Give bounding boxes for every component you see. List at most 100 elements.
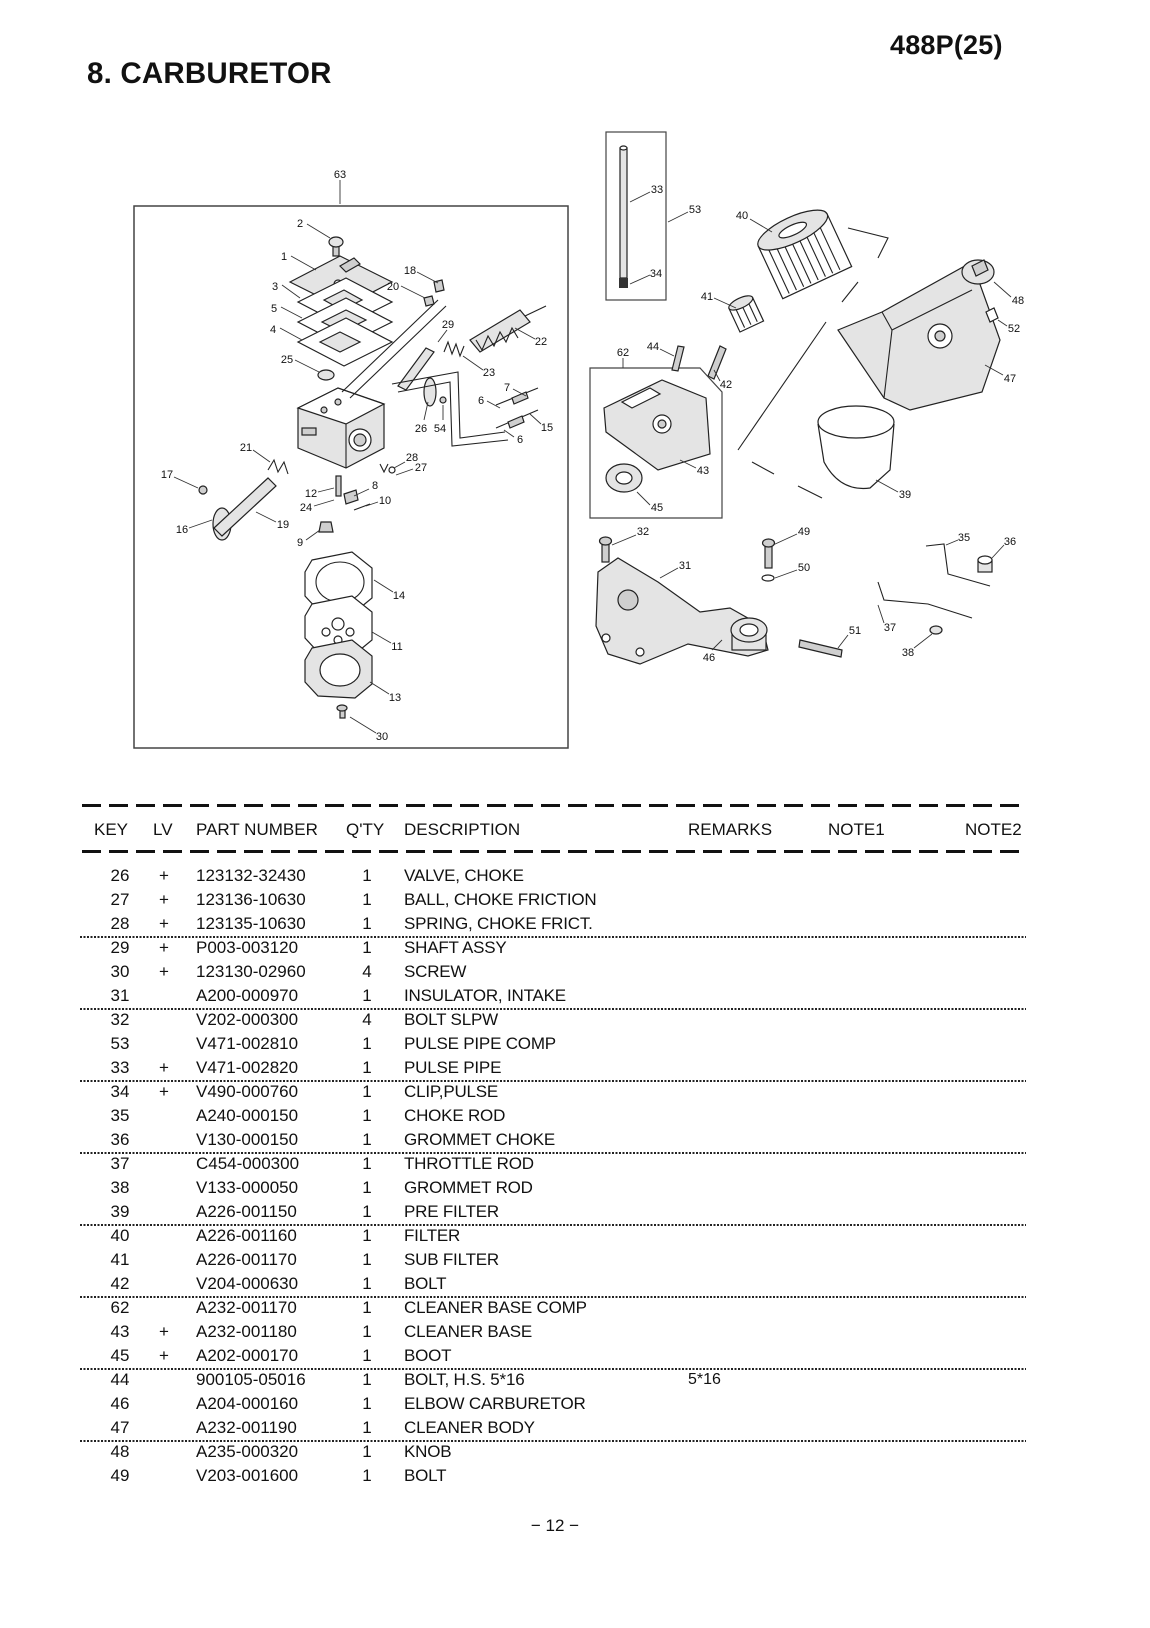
- cleaner-body: [837, 261, 1001, 411]
- cell-lv: +: [159, 866, 169, 885]
- callout-15: 15: [541, 422, 553, 434]
- cell-description: CHOKE ROD: [404, 1106, 506, 1125]
- callout-14: 14: [393, 590, 405, 602]
- cell-description: BALL, CHOKE FRICTION: [404, 890, 597, 909]
- cell-description: KNOB: [404, 1442, 452, 1461]
- cleaner-base: [603, 379, 711, 471]
- callout-2: 2: [297, 218, 303, 230]
- elbow-carburetor: [730, 617, 768, 651]
- callout-24: 24: [300, 502, 312, 514]
- cell-key: 30: [110, 962, 130, 981]
- cell-part-number: 123135-10630: [196, 914, 306, 933]
- callout-leader-line: [659, 567, 679, 579]
- cell-part-number: A202-000170: [196, 1346, 299, 1365]
- callout-23: 23: [483, 367, 495, 379]
- throttle-spring: [267, 458, 289, 475]
- long-bolt: [798, 639, 843, 658]
- callout-leader-line: [349, 716, 377, 734]
- callout-leader-line: [462, 355, 484, 371]
- cell-part-number: 123132-32430: [196, 866, 306, 885]
- callout-leader-line: [486, 400, 501, 409]
- choke-shaft: [469, 305, 547, 353]
- cell-key: 32: [110, 1010, 130, 1029]
- callout-leader-line: [423, 401, 429, 421]
- cell-description: CLIP,PULSE: [404, 1082, 499, 1101]
- cell-key: 36: [110, 1130, 130, 1149]
- cell-part-number: V204-000630: [196, 1274, 299, 1293]
- choke-valve: [423, 377, 437, 407]
- cell-description: CLEANER BASE COMP: [404, 1298, 587, 1317]
- metering-cover: [304, 639, 373, 699]
- cell-description: SHAFT ASSY: [404, 938, 507, 957]
- cell-part-number: A240-000150: [196, 1106, 299, 1125]
- col-header-note1: NOTE1: [828, 820, 885, 839]
- cover-screw: [336, 704, 348, 719]
- knob: [961, 259, 995, 285]
- cell-lv: +: [159, 1322, 169, 1341]
- callout-25: 25: [281, 354, 293, 366]
- cell-key: 29: [110, 938, 130, 957]
- cell-lv: +: [159, 890, 169, 909]
- cell-description: BOLT, H.S. 5*16: [404, 1370, 525, 1389]
- cell-description: FILTER: [404, 1226, 461, 1245]
- cell-lv: +: [159, 1082, 169, 1101]
- cell-key: 31: [110, 986, 130, 1005]
- callout-3: 3: [272, 281, 278, 293]
- callout-26: 26: [415, 423, 427, 435]
- callout-leader-line: [636, 491, 651, 506]
- callout-36: 36: [1004, 536, 1016, 548]
- callout-leader-line: [993, 281, 1012, 298]
- throttle-screw: [198, 485, 208, 495]
- callout-leader-line: [279, 327, 303, 341]
- callout-39: 39: [899, 489, 911, 501]
- cell-description: PRE FILTER: [404, 1202, 499, 1221]
- cell-part-number: A232-001170: [196, 1298, 297, 1317]
- cell-description: SUB FILTER: [404, 1250, 499, 1269]
- cell-part-number: V471-002820: [196, 1058, 299, 1077]
- cell-qty: 1: [362, 1322, 372, 1341]
- cell-part-number: V203-001600: [196, 1466, 299, 1485]
- cell-qty: 1: [362, 890, 372, 909]
- cell-qty: 4: [362, 1010, 372, 1029]
- cell-lv: +: [159, 962, 169, 981]
- callout-leader-line: [371, 631, 392, 644]
- callout-leader-line: [711, 639, 723, 651]
- callout-6: 6: [478, 395, 484, 407]
- cell-remarks: 5*16: [688, 1371, 721, 1388]
- callout-leader-line: [416, 271, 439, 284]
- callout-leader-line: [679, 459, 697, 469]
- callout-48: 48: [1012, 295, 1024, 307]
- cell-part-number: A226-001170: [196, 1250, 297, 1269]
- cell-description: BOLT: [404, 1466, 447, 1485]
- group-separator: [80, 1296, 1026, 1298]
- callout-12: 12: [305, 488, 317, 500]
- callout-4: 4: [270, 324, 276, 336]
- callout-leader-line: [913, 633, 933, 649]
- cell-qty: 1: [362, 1154, 372, 1173]
- cell-qty: 1: [362, 1130, 372, 1149]
- carburetor-assembly-frame: [133, 205, 569, 749]
- callout-leader-line: [393, 461, 406, 469]
- callout-49: 49: [798, 526, 810, 538]
- callout-22: 22: [535, 336, 547, 348]
- cell-key: 37: [110, 1154, 130, 1173]
- callout-50: 50: [798, 562, 810, 574]
- cell-part-number: V202-000300: [196, 1010, 299, 1029]
- gasket-stack: [296, 277, 394, 367]
- cell-key: 40: [110, 1226, 130, 1245]
- cell-description: SCREW: [404, 962, 467, 981]
- cell-description: CLEANER BASE: [404, 1322, 532, 1341]
- cell-key: 62: [110, 1298, 130, 1317]
